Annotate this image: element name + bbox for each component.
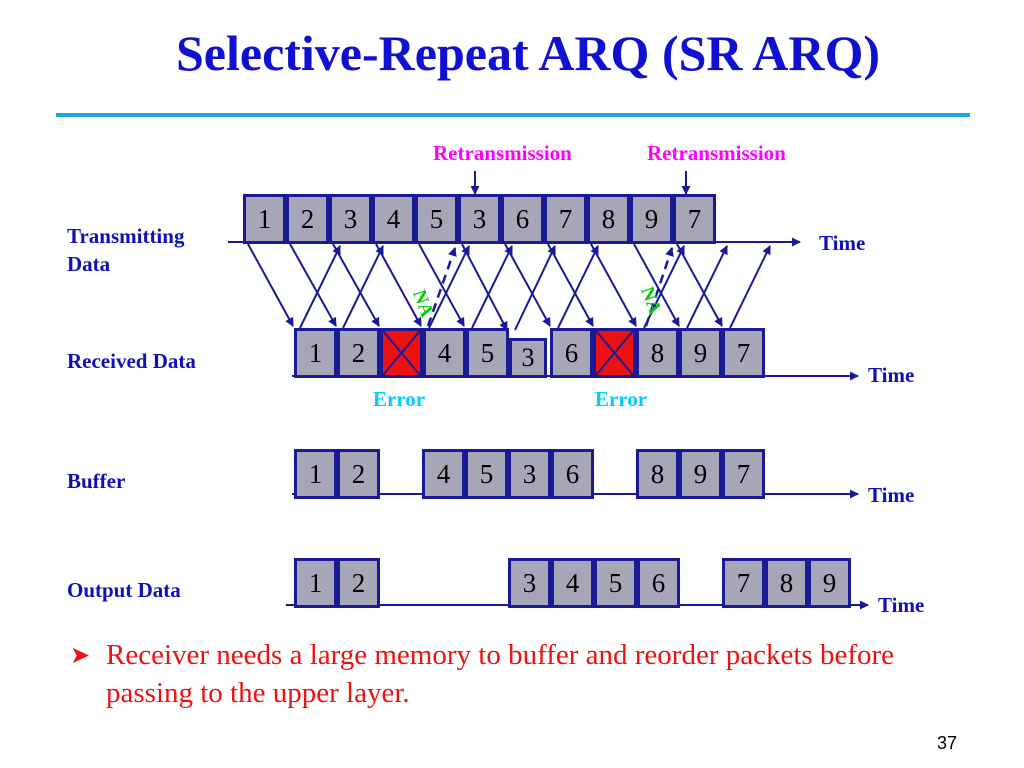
tx-packet: 1: [243, 194, 286, 244]
output-data-label: Output Data: [67, 578, 181, 602]
output-packet: 1: [294, 558, 337, 608]
rx-packet: 4: [423, 328, 466, 378]
tx-packet-retransmitted: 7: [673, 194, 716, 244]
rx-packet-retransmitted: 7: [722, 328, 765, 378]
rx-packet: 1: [294, 328, 337, 378]
tx-packet: 2: [286, 194, 329, 244]
rx-packet: 2: [337, 328, 380, 378]
tx-packet: 7: [544, 194, 587, 244]
tx-packet: 4: [372, 194, 415, 244]
bullet-text: Receiver needs a large memory to buffer …: [106, 639, 894, 709]
tx-packet-retransmitted: 3: [458, 194, 501, 244]
rx-error-packet: [593, 328, 636, 378]
output-packet: 8: [765, 558, 808, 608]
rx-packet: 8: [636, 328, 679, 378]
tx-packet: 3: [329, 194, 372, 244]
buffer-packet: 8: [636, 449, 679, 499]
output-packet: 7: [722, 558, 765, 608]
buffer-packet: 4: [422, 449, 465, 499]
time-label-transmit: Time: [819, 231, 866, 255]
time-label-buffer: Time: [868, 483, 915, 507]
buffer-label: Buffer: [67, 469, 126, 493]
output-packet: 9: [808, 558, 851, 608]
ack-arrows: [299, 245, 771, 331]
time-label-output: Time: [878, 593, 925, 617]
output-packet: 5: [594, 558, 637, 608]
error-label-1: Error: [373, 387, 426, 411]
error-label-2: Error: [595, 387, 648, 411]
error-x-icon: [383, 331, 420, 375]
page-number: 37: [937, 733, 958, 753]
buffer-packet: 7: [722, 449, 765, 499]
received-data-label: Received Data: [67, 349, 196, 373]
buffer-packet: 3: [508, 449, 551, 499]
time-label-received: Time: [868, 363, 915, 387]
output-packet: 6: [637, 558, 680, 608]
title-divider: [56, 113, 970, 117]
transmitting-label-line2: Data: [67, 252, 111, 277]
buffer-packet: 1: [294, 449, 337, 499]
tx-packet: 9: [630, 194, 673, 244]
buffer-packet: 2: [337, 449, 380, 499]
buffer-packet: 5: [465, 449, 508, 499]
error-x-icon: [596, 331, 633, 375]
retransmission-label-2: Retransmission: [647, 141, 786, 165]
transmitting-label-line1: Transmitting: [67, 224, 185, 248]
buffer-packet: 6: [551, 449, 594, 499]
slide-title: Selective-Repeat ARQ (SR ARQ): [175, 25, 881, 81]
tx-packet: 8: [587, 194, 630, 244]
tx-packet: 6: [501, 194, 544, 244]
retransmission-label-1: Retransmission: [433, 141, 572, 165]
rx-packet: 9: [679, 328, 722, 378]
output-packet: 4: [551, 558, 594, 608]
tx-packet: 5: [415, 194, 458, 244]
buffer-packet: 9: [679, 449, 722, 499]
rx-packet: 5: [466, 328, 509, 378]
data-arrows: [247, 243, 723, 331]
transmitting-data-label: Transmitting Data: [67, 222, 184, 279]
rx-packet: 6: [550, 328, 593, 378]
output-packet: 3: [508, 558, 551, 608]
nak-arrows: [426, 247, 674, 327]
output-packet: 2: [337, 558, 380, 608]
bullet-arrow-icon: ➤: [70, 641, 91, 669]
rx-error-packet: [380, 328, 423, 378]
rx-packet-retransmitted: 3: [509, 338, 547, 378]
